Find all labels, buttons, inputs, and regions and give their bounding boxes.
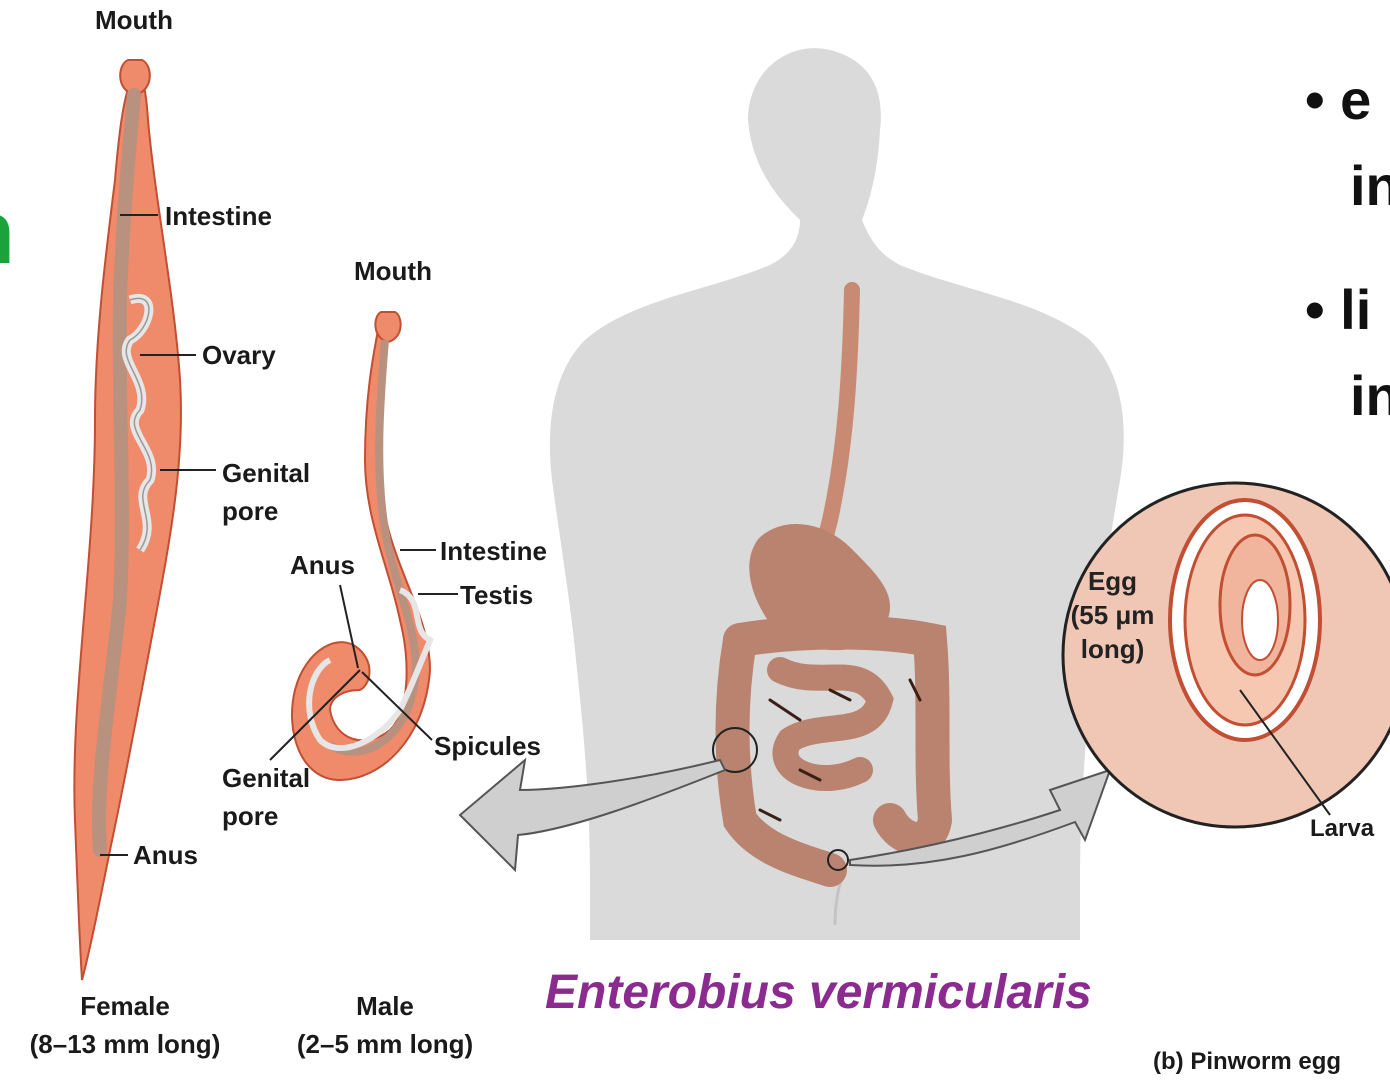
male-genital-pore-line1: Genital	[222, 760, 310, 798]
cropped-green-text-1: n	[0, 188, 15, 278]
bullet-1-line1: • e	[1305, 72, 1371, 128]
female-intestine-label: Intestine	[165, 203, 272, 229]
female-caption-size: (8–13 mm long)	[10, 1026, 240, 1064]
female-caption-title: Female	[10, 988, 240, 1026]
bullet-2-line1: • li	[1305, 282, 1371, 338]
male-caption-title: Male	[280, 988, 490, 1026]
female-genital-pore-line1: Genital	[222, 455, 310, 493]
female-anus-label: Anus	[133, 842, 198, 868]
female-genital-pore-line2: pore	[222, 493, 310, 531]
figure-caption-text: Pinworm egg	[1190, 1048, 1341, 1075]
bullet-1-line2: in	[1350, 158, 1390, 214]
male-anus-label: Anus	[290, 552, 355, 578]
male-intestine-label: Intestine	[440, 538, 547, 564]
male-testis-label: Testis	[460, 582, 533, 608]
female-genital-pore-label: Genital pore	[222, 455, 310, 530]
male-worm	[292, 312, 430, 780]
male-mouth-label: Mouth	[354, 258, 432, 284]
cropped-green-text-2: )	[0, 290, 2, 380]
egg-label-line3: long)	[1060, 633, 1165, 667]
bullet-2-line2: in	[1350, 368, 1390, 424]
egg-label: Egg (55 μm long)	[1060, 565, 1165, 666]
male-caption: Male (2–5 mm long)	[280, 988, 490, 1063]
female-mouth-label: Mouth	[95, 7, 173, 33]
female-ovary-label: Ovary	[202, 342, 276, 368]
egg-label-line2: (55 μm	[1060, 599, 1165, 633]
larva-label: Larva	[1310, 817, 1374, 841]
egg-label-line1: Egg	[1060, 565, 1165, 599]
male-genital-pore-line2: pore	[222, 798, 310, 836]
male-spicules-label: Spicules	[434, 733, 541, 759]
egg-figure-caption: (b) Pinworm egg	[1153, 1050, 1341, 1074]
figure-part-letter: (b)	[1153, 1048, 1184, 1075]
female-caption: Female (8–13 mm long)	[10, 988, 240, 1063]
male-caption-size: (2–5 mm long)	[280, 1026, 490, 1064]
species-name: Enterobius vermicularis	[545, 965, 1092, 1020]
male-genital-pore-label: Genital pore	[222, 760, 310, 835]
